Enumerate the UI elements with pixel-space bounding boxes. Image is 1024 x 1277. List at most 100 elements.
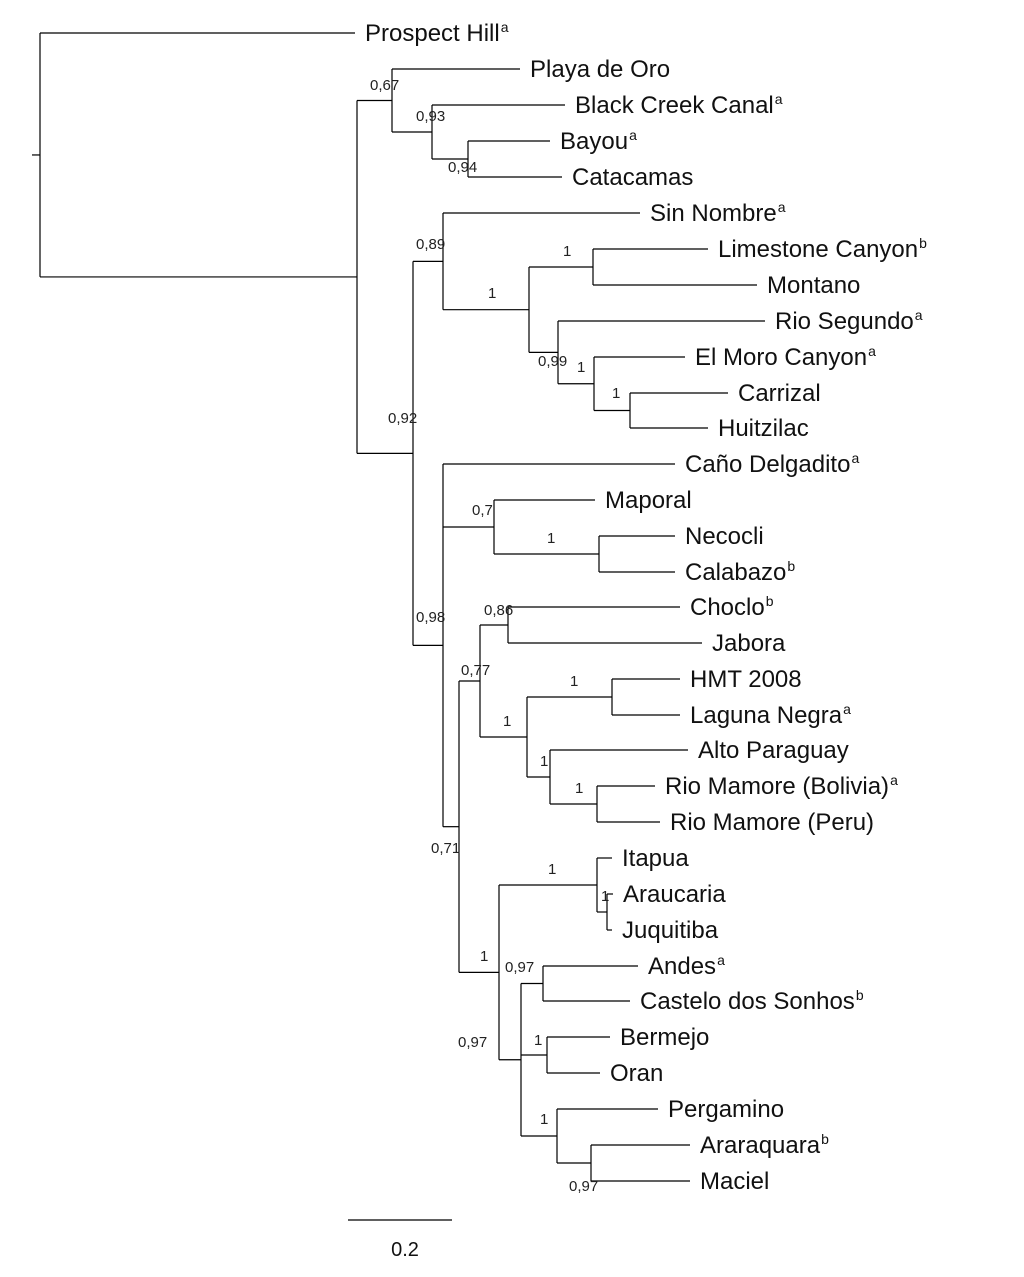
support-value-n_cj: 0,86 <box>484 602 513 619</box>
taxon-label-jabora: Jabora <box>712 630 786 657</box>
support-value-n_t: 0,97 <box>458 1034 487 1051</box>
taxon-name: Montano <box>767 272 860 299</box>
taxon-label-rio-mamore-bolivia: Rio Mamore (Bolivia)a <box>665 772 898 800</box>
taxon-label-juquitiba: Juquitiba <box>622 917 719 944</box>
taxon-label-alto-paraguay: Alto Paraguay <box>698 737 849 764</box>
taxon-superscript: a <box>890 772 898 788</box>
support-value-n_emc: 1 <box>577 359 585 376</box>
taxon-name: Bermejo <box>620 1024 709 1051</box>
taxon-label-sin-nombre: Sin Nombrea <box>650 199 786 227</box>
taxon-superscript: a <box>717 952 725 968</box>
support-value-n_d: 0,98 <box>416 609 445 626</box>
taxon-label-itapua: Itapua <box>622 845 689 872</box>
taxon-superscript: b <box>919 235 927 251</box>
taxon-superscript: a <box>775 91 783 107</box>
taxon-name: Calabazo <box>685 559 786 586</box>
taxon-name: Prospect Hill <box>365 20 500 47</box>
taxon-label-araucaria: Araucaria <box>623 881 726 908</box>
taxon-label-el-moro-canyon: El Moro Canyona <box>695 343 876 371</box>
taxon-name: Necocli <box>685 523 764 550</box>
support-value-n_ap: 1 <box>540 753 548 770</box>
taxon-name: Sin Nombre <box>650 200 777 227</box>
taxon-label-andes: Andesa <box>648 952 725 980</box>
taxon-label-huitzilac: Huitzilac <box>718 415 809 442</box>
taxon-label-rio-mamore-peru: Rio Mamore (Peru) <box>670 809 874 836</box>
taxon-label-necocli: Necocli <box>685 523 764 550</box>
taxon-label-catacamas: Catacamas <box>572 164 693 191</box>
support-value-n_rm: 1 <box>575 780 583 797</box>
taxon-name: Juquitiba <box>622 917 719 944</box>
taxon-name: Jabora <box>712 630 786 657</box>
support-value-n_s: 1 <box>480 948 488 965</box>
support-value-n_am: 0,97 <box>569 1178 598 1195</box>
taxon-superscript: a <box>868 343 876 359</box>
taxon-name: Choclo <box>690 594 765 621</box>
support-value-n_acs: 0,97 <box>505 959 534 976</box>
taxon-label-prospect-hill: Prospect Hilla <box>365 19 509 47</box>
taxon-name: Alto Paraguay <box>698 737 849 764</box>
taxon-name: Andes <box>648 953 716 980</box>
taxon-name: Black Creek Canal <box>575 92 774 119</box>
taxon-name: Caño Delgadito <box>685 451 850 478</box>
taxon-name: Oran <box>610 1060 663 1087</box>
taxon-label-bayou: Bayoua <box>560 127 637 155</box>
support-value-n_g: 0,77 <box>461 662 490 679</box>
support-value-n_ch: 1 <box>612 385 620 402</box>
taxon-label-laguna-negra: Laguna Negraa <box>690 701 851 729</box>
support-value-n_hl: 1 <box>570 673 578 690</box>
taxon-label-black-creek-canal: Black Creek Canala <box>575 91 783 119</box>
support-value-n_rs: 0,99 <box>538 353 567 370</box>
taxon-name: El Moro Canyon <box>695 344 867 371</box>
support-value-n_h: 1 <box>503 713 511 730</box>
taxon-label-cano-delgadito: Caño Delgaditoa <box>685 450 859 478</box>
support-value-n_nc: 1 <box>547 530 555 547</box>
scale-bar-label: 0.2 <box>391 1239 419 1261</box>
taxon-label-castelo-dos-sonhos: Castelo dos Sonhosb <box>640 987 864 1015</box>
support-value-n_root_b: 0,92 <box>388 410 417 427</box>
taxon-superscript: b <box>766 593 774 609</box>
support-value-n_bo: 1 <box>534 1032 542 1049</box>
taxon-name: Itapua <box>622 845 689 872</box>
taxon-superscript: a <box>851 450 859 466</box>
support-value-n_it: 1 <box>548 861 556 878</box>
scale-bar: 0.2 <box>348 1219 452 1261</box>
taxon-name: Laguna Negra <box>690 702 843 729</box>
taxon-superscript: a <box>629 127 637 143</box>
taxon-label-araraquara: Araraquarab <box>700 1131 829 1159</box>
taxon-name: Maporal <box>605 487 692 514</box>
taxon-superscript: b <box>856 987 864 1003</box>
support-value-n_c1: 0,67 <box>370 77 399 94</box>
taxon-label-choclo: Choclob <box>690 593 774 621</box>
taxon-label-playa-de-oro: Playa de Oro <box>530 56 670 83</box>
taxon-superscript: a <box>778 199 786 215</box>
support-value-n_mp: 0,7 <box>472 502 493 519</box>
taxon-label-maciel: Maciel <box>700 1168 769 1195</box>
taxon-label-rio-segundo: Rio Segundoa <box>775 307 923 335</box>
taxon-label-limestone-canyon: Limestone Canyonb <box>718 235 927 263</box>
taxon-name: Rio Segundo <box>775 308 914 335</box>
taxon-name: Rio Mamore (Peru) <box>670 809 874 836</box>
taxon-name: Playa de Oro <box>530 56 670 83</box>
taxon-label-pergamino: Pergamino <box>668 1096 784 1123</box>
taxon-label-carrizal: Carrizal <box>738 380 821 407</box>
support-value-n_big: 0,71 <box>431 840 460 857</box>
taxon-label-oran: Oran <box>610 1060 663 1087</box>
taxon-superscript: a <box>843 701 851 717</box>
tree-branches <box>32 32 765 1182</box>
taxon-label-maporal: Maporal <box>605 487 692 514</box>
support-value-n_lm: 1 <box>488 285 496 302</box>
taxon-name: Araraquara <box>700 1132 821 1159</box>
taxon-label-montano: Montano <box>767 272 860 299</box>
support-value-n_aj: 1 <box>601 888 609 905</box>
taxon-superscript: a <box>915 307 923 323</box>
support-value-n_sn: 0,89 <box>416 236 445 253</box>
taxon-name: Carrizal <box>738 380 821 407</box>
taxon-name: Huitzilac <box>718 415 809 442</box>
taxon-name: Castelo dos Sonhos <box>640 988 855 1015</box>
support-value-n_lm1: 1 <box>563 243 571 260</box>
taxon-label-bermejo: Bermejo <box>620 1024 709 1051</box>
taxon-name: Bayou <box>560 128 628 155</box>
support-value-n_c2: 0,93 <box>416 108 445 125</box>
